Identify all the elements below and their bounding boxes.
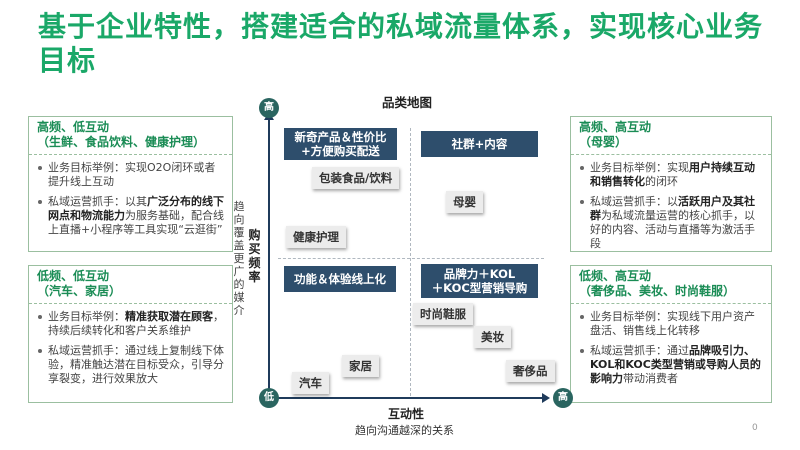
quadrant-divider-horizontal xyxy=(278,258,544,259)
segment-categories: （母婴） xyxy=(579,135,628,149)
category-tag-beauty: 美妆 xyxy=(474,326,511,348)
business-goal-text: 业务目标举例：实现O2O闭环或者提升线上互动 xyxy=(37,161,226,189)
segment-type: 高频、高互动 xyxy=(579,120,652,134)
x-axis-title: 互动性 xyxy=(388,407,425,421)
x-axis-line xyxy=(268,397,544,399)
operation-lever-text: 私域运营抓手：通过品牌吸引力、KOL和KOC类型营销或导购人员的影响力带动消费者 xyxy=(579,344,765,386)
quadrant-divider-vertical xyxy=(410,128,411,396)
origin-low-marker: 低 xyxy=(259,388,279,408)
business-goal-text: 业务目标举例：实现线下用户资产盘活、销售线上化转移 xyxy=(579,310,765,338)
segment-type: 低频、低互动 xyxy=(37,269,110,283)
segment-box-low-freq-high-interaction: 低频、高互动 （奢侈品、美妆、时尚鞋服） 业务目标举例：实现线下用户资产盘活、销… xyxy=(570,265,772,403)
segment-header: 低频、高互动 （奢侈品、美妆、时尚鞋服） xyxy=(571,266,771,303)
category-tag-fashion: 时尚鞋服 xyxy=(413,303,473,325)
x-axis-subtitle: 趋向沟通越深的关系 xyxy=(355,424,454,437)
category-tag-luxury: 奢侈品 xyxy=(506,360,555,382)
operation-lever-text: 私域运营抓手：以活跃用户及其社群为私域流量运营的核心抓手，以好的内容、活动与直播… xyxy=(579,195,765,251)
map-title: 品类地图 xyxy=(382,95,433,110)
business-goal-text: 业务目标举例：实现用户持续互动和销售转化的闭环 xyxy=(579,161,765,189)
business-goal-text: 业务目标举例：精准获取潜在顾客，持续后续转化和客户关系维护 xyxy=(37,310,226,338)
segment-type: 高频、低互动 xyxy=(37,120,110,134)
page-number: 0 xyxy=(752,423,758,433)
category-tag-home: 家居 xyxy=(342,355,379,377)
quadrant-label-bottom-right: 品牌力＋KOL ＋KOC型营销导购 xyxy=(421,264,538,298)
operation-lever-text: 私域运营抓手：以其广泛分布的线下网点和物流能力为服务基础，配合线上直播+小程序等… xyxy=(37,195,226,237)
segment-header: 低频、低互动 （汽车、家居） xyxy=(29,266,232,303)
category-tag-packaged-food: 包装食品/饮料 xyxy=(312,167,400,189)
operation-lever-text: 私域运营抓手：通过线上复制线下体验，精准触达潜在目标受众，引导分享裂变，进行效果… xyxy=(37,344,226,386)
y-axis-title: 购买频率 xyxy=(248,228,261,284)
segment-categories: （汽车、家居） xyxy=(37,284,122,298)
x-axis-high-marker: 高 xyxy=(553,388,573,408)
segment-box-high-freq-low-interaction: 高频、低互动 （生鲜、食品饮料、健康护理） 业务目标举例：实现O2O闭环或者提升… xyxy=(28,116,233,252)
segment-header: 高频、高互动 （母婴） xyxy=(571,117,771,154)
category-tag-car: 汽车 xyxy=(292,372,329,394)
quadrant-label-bottom-left: 功能＆体验线上化 xyxy=(284,266,396,292)
segment-type: 低频、高互动 xyxy=(579,269,652,283)
segment-box-low-freq-low-interaction: 低频、低互动 （汽车、家居） 业务目标举例：精准获取潜在顾客，持续后续转化和客户… xyxy=(28,265,233,403)
segment-box-high-freq-high-interaction: 高频、高互动 （母婴） 业务目标举例：实现用户持续互动和销售转化的闭环 私域运营… xyxy=(570,116,772,252)
segment-categories: （生鲜、食品饮料、健康护理） xyxy=(37,135,206,149)
y-axis-subtitle: 趋向覆盖更广的媒介 xyxy=(233,200,245,317)
segment-categories: （奢侈品、美妆、时尚鞋服） xyxy=(579,284,736,298)
quadrant-label-top-left: 新奇产品＆性价比 +方便购买配送 xyxy=(284,128,397,160)
segment-header: 高频、低互动 （生鲜、食品饮料、健康护理） xyxy=(29,117,232,154)
category-tag-baby: 母婴 xyxy=(446,191,483,213)
category-tag-health-care: 健康护理 xyxy=(286,226,346,248)
x-axis-arrow-icon xyxy=(542,393,550,403)
quadrant-label-top-right: 社群+内容 xyxy=(421,131,538,157)
y-axis-high-marker: 高 xyxy=(259,98,279,118)
y-axis-line xyxy=(268,116,270,398)
page-title: 基于企业特性，搭建适合的私域流量体系，实现核心业务目标 xyxy=(38,10,764,77)
